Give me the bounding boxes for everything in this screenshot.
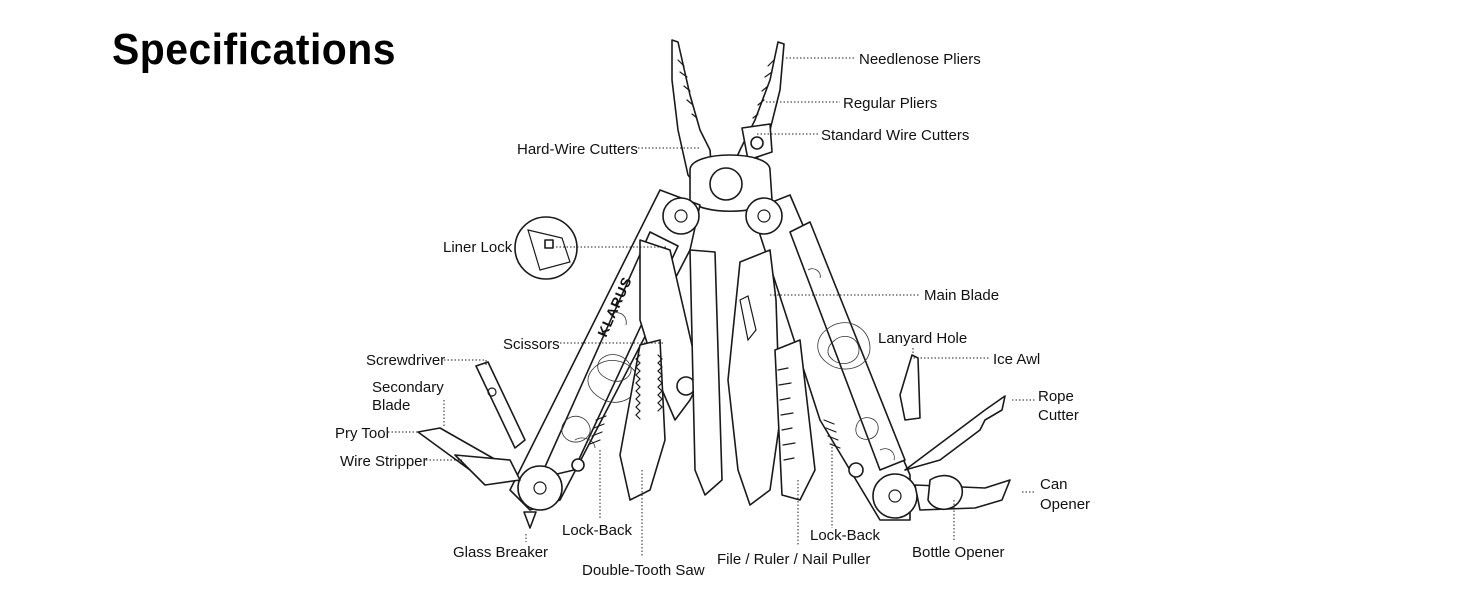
label-screwdriver: Screwdriver xyxy=(366,352,445,369)
left-top-screw xyxy=(662,197,700,235)
label-pry-tool: Pry Tool xyxy=(335,425,389,442)
bottle-opener xyxy=(927,474,963,510)
label-scissors: Scissors xyxy=(503,336,560,353)
label-needlenose-pliers: Needlenose Pliers xyxy=(859,51,981,68)
label-can-opener-line1: Can xyxy=(1040,476,1068,493)
screwdriver-tool xyxy=(475,361,526,449)
label-rope-cutter-line1: Rope xyxy=(1038,388,1074,405)
label-lock-back-right: Lock-Back xyxy=(810,527,881,544)
label-regular-pliers: Regular Pliers xyxy=(843,95,937,112)
lock-back-left xyxy=(589,415,607,445)
label-glass-breaker: Glass Breaker xyxy=(453,544,548,561)
page-title: Specifications xyxy=(112,25,396,74)
right-top-screw xyxy=(745,197,783,235)
glass-breaker-tip xyxy=(523,511,537,529)
left-bottom-screw xyxy=(517,465,563,511)
pliers-pivot xyxy=(709,167,743,201)
wire-stripper-tool xyxy=(454,454,521,486)
label-file-ruler-nail-puller: File / Ruler / Nail Puller xyxy=(717,551,870,568)
label-secondary-blade-line1: Secondary xyxy=(372,379,444,396)
label-liner-lock: Liner Lock xyxy=(443,239,513,256)
right-bottom-screw xyxy=(872,473,918,519)
right-handle-scale xyxy=(789,221,906,471)
label-can-opener-line2: Opener xyxy=(1040,496,1090,513)
label-double-tooth-saw: Double-Tooth Saw xyxy=(582,562,705,579)
rope-cutter xyxy=(904,395,1006,471)
label-rope-cutter-line2: Cutter xyxy=(1038,407,1079,424)
label-wire-stripper: Wire Stripper xyxy=(340,453,428,470)
labels: Needlenose Pliers Regular Pliers Standar… xyxy=(335,51,1090,579)
main-blade xyxy=(727,249,781,506)
label-standard-wire-cutters: Standard Wire Cutters xyxy=(821,127,969,144)
leader-lines xyxy=(388,57,1036,556)
lock-back-right xyxy=(823,419,841,449)
label-bottle-opener: Bottle Opener xyxy=(912,544,1005,561)
ice-awl xyxy=(899,354,921,421)
label-ice-awl: Ice Awl xyxy=(993,351,1040,368)
label-secondary-blade-line2: Blade xyxy=(372,397,410,414)
double-tooth-saw xyxy=(619,339,666,501)
label-hard-wire-cutters: Hard-Wire Cutters xyxy=(517,141,638,158)
label-lock-back-left: Lock-Back xyxy=(562,522,633,539)
multitool-illustration: KLARUS xyxy=(417,39,1011,529)
label-lanyard-hole: Lanyard Hole xyxy=(878,330,967,347)
scissors xyxy=(639,239,701,421)
label-main-blade: Main Blade xyxy=(924,287,999,304)
